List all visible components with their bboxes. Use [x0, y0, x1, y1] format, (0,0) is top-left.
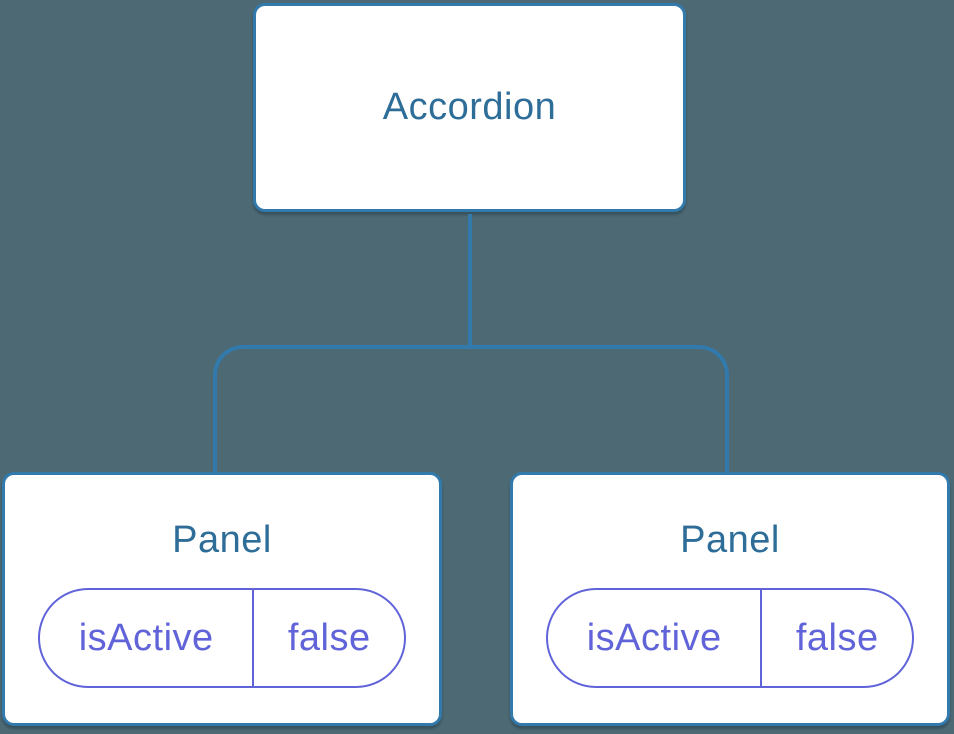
node-panel-left: Panel isActive false	[2, 472, 442, 726]
state-key-right: isActive	[548, 590, 763, 686]
state-pill-right: isActive false	[546, 588, 914, 688]
state-value-right: false	[795, 616, 879, 659]
node-panel-right: Panel isActive false	[510, 472, 950, 726]
state-pill-left: isActive false	[38, 588, 406, 688]
accordion-label: Accordion	[382, 86, 557, 128]
state-key-left: isActive	[40, 590, 255, 686]
panel-left-label: Panel	[172, 519, 272, 561]
connector-branch	[213, 345, 729, 472]
state-value-left: false	[287, 616, 371, 659]
panel-right-label: Panel	[680, 519, 780, 561]
connector-root-stem	[468, 214, 472, 349]
node-accordion: Accordion	[253, 3, 686, 212]
